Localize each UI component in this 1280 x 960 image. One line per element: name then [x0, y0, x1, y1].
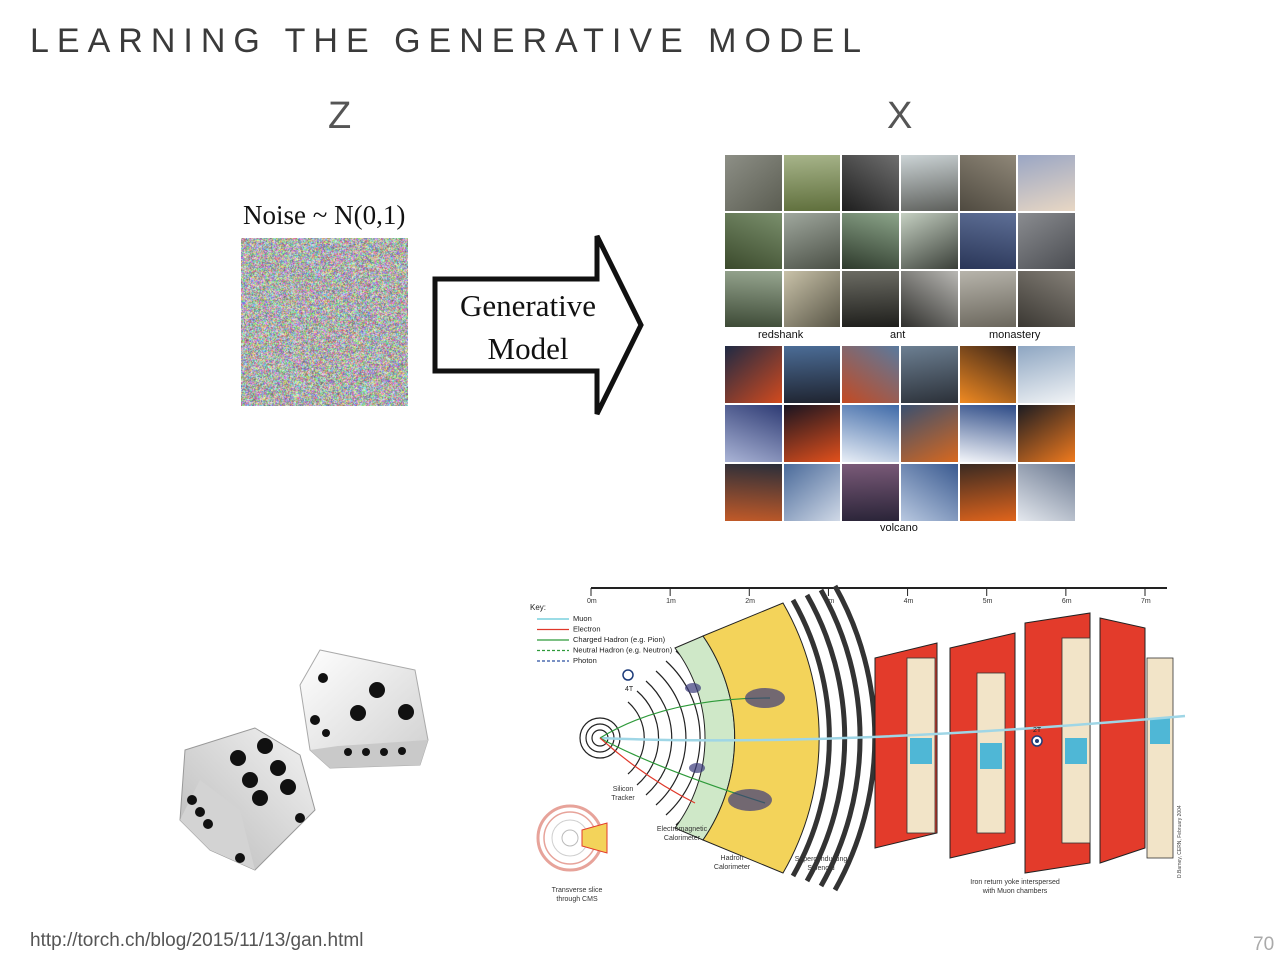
sample-top-tile [1018, 155, 1075, 211]
key-item-label: Charged Hadron (e.g. Pion) [573, 635, 666, 644]
sample-bottom-tile [1018, 464, 1075, 521]
field-2t-label: 2T [1033, 727, 1042, 734]
model-label-line1: Generative [436, 284, 620, 327]
key-item-label: Muon [573, 614, 592, 623]
slice-label-1: Transverse slice [552, 887, 603, 894]
sample-bottom-tile [725, 405, 782, 462]
sample-top-tile [960, 213, 1017, 269]
yoke-label-2: with Muon chambers [982, 888, 1048, 895]
key-item-label: Neutral Hadron (e.g. Neutron) [573, 646, 673, 655]
sample-bottom-tile [901, 346, 958, 403]
sample-bottom-tile [725, 346, 782, 403]
caption-redshank: redshank [758, 329, 803, 341]
ecal-label-1: Electromagnetic [657, 826, 708, 833]
yoke-label-1: Iron return yoke interspersed [970, 879, 1060, 886]
generative-model-label: Generative Model [436, 284, 620, 370]
transverse-slice-icon [538, 806, 607, 870]
sample-top-tile [901, 213, 958, 269]
noise-image [241, 238, 408, 406]
sample-top-tile [960, 155, 1017, 211]
sample-bottom-tile [784, 346, 841, 403]
sample-top-tile [725, 155, 782, 211]
z-label: Z [328, 95, 351, 138]
cms-credit: D.Barney, CERN, February 2004 [1177, 805, 1183, 878]
cms-detector-diagram: 0m1m2m3m4m5m6m7m Key: MuonElectronCharge… [525, 578, 1190, 908]
sample-grid-top [725, 155, 1075, 327]
solenoid-label-2: Solenoid [807, 865, 834, 872]
sample-bottom-tile [784, 464, 841, 521]
die-front [180, 728, 315, 870]
key-item-label: Photon [573, 656, 597, 665]
sample-bottom-tile [960, 464, 1017, 521]
sample-bottom-tile [1018, 405, 1075, 462]
silicon-label-1: Silicon [613, 786, 634, 793]
sample-bottom-tile [960, 405, 1017, 462]
scale-tick-label: 5m [983, 598, 993, 605]
sample-top-tile [842, 155, 899, 211]
scale-tick-label: 7m [1141, 598, 1151, 605]
sample-bottom-tile [901, 464, 958, 521]
sample-top-tile [842, 271, 899, 327]
sample-bottom-tile [842, 464, 899, 521]
die-back [300, 650, 428, 768]
field-4t-icon [623, 670, 633, 680]
hcal-label-1: Hadron [721, 855, 744, 862]
sample-top-tile [725, 213, 782, 269]
sample-top-tile [1018, 213, 1075, 269]
key-title: Key: [530, 603, 546, 612]
sample-top-tile [725, 271, 782, 327]
sample-bottom-tile [842, 346, 899, 403]
sample-bottom-tile [725, 464, 782, 521]
ecal-label-2: Calorimeter [664, 835, 701, 842]
caption-monastery: monastery [989, 329, 1040, 341]
model-label-line2: Model [436, 327, 620, 370]
scale-tick-label: 2m [745, 598, 755, 605]
x-label: X [887, 95, 912, 138]
sample-top-tile [1018, 271, 1075, 327]
silicon-label-2: Tracker [611, 795, 635, 802]
sample-grid-bottom [725, 346, 1075, 521]
noise-label: Noise ~ N(0,1) [243, 200, 405, 231]
sample-bottom-tile [960, 346, 1017, 403]
sample-bottom-tile [842, 405, 899, 462]
scale-tick-label: 6m [1062, 598, 1072, 605]
slice-label-2: through CMS [556, 896, 598, 903]
sample-top-tile [901, 155, 958, 211]
dice-image [170, 640, 440, 880]
sample-bottom-tile [1018, 346, 1075, 403]
source-url: http://torch.ch/blog/2015/11/13/gan.html [30, 930, 363, 952]
hcal-label-2: Calorimeter [714, 864, 751, 871]
sample-top-tile [784, 271, 841, 327]
scale-tick-label: 4m [904, 598, 914, 605]
key-item-label: Electron [573, 625, 601, 634]
sample-top-tile [784, 213, 841, 269]
sample-bottom-tile [784, 405, 841, 462]
sample-top-tile [842, 213, 899, 269]
slide-title: LEARNING THE GENERATIVE MODEL [30, 22, 869, 61]
caption-ant: ant [890, 329, 905, 341]
solenoid-label-1: Superconducting [795, 856, 848, 863]
scale-tick-label: 1m [666, 598, 676, 605]
iron-yoke [875, 613, 1173, 873]
sample-bottom-tile [901, 405, 958, 462]
sample-top-tile [784, 155, 841, 211]
caption-volcano: volcano [880, 522, 918, 534]
scale-tick-label: 0m [587, 598, 597, 605]
page-number: 70 [1253, 934, 1274, 956]
field-4t-label: 4T [625, 686, 634, 693]
sample-top-tile [960, 271, 1017, 327]
sample-top-tile [901, 271, 958, 327]
